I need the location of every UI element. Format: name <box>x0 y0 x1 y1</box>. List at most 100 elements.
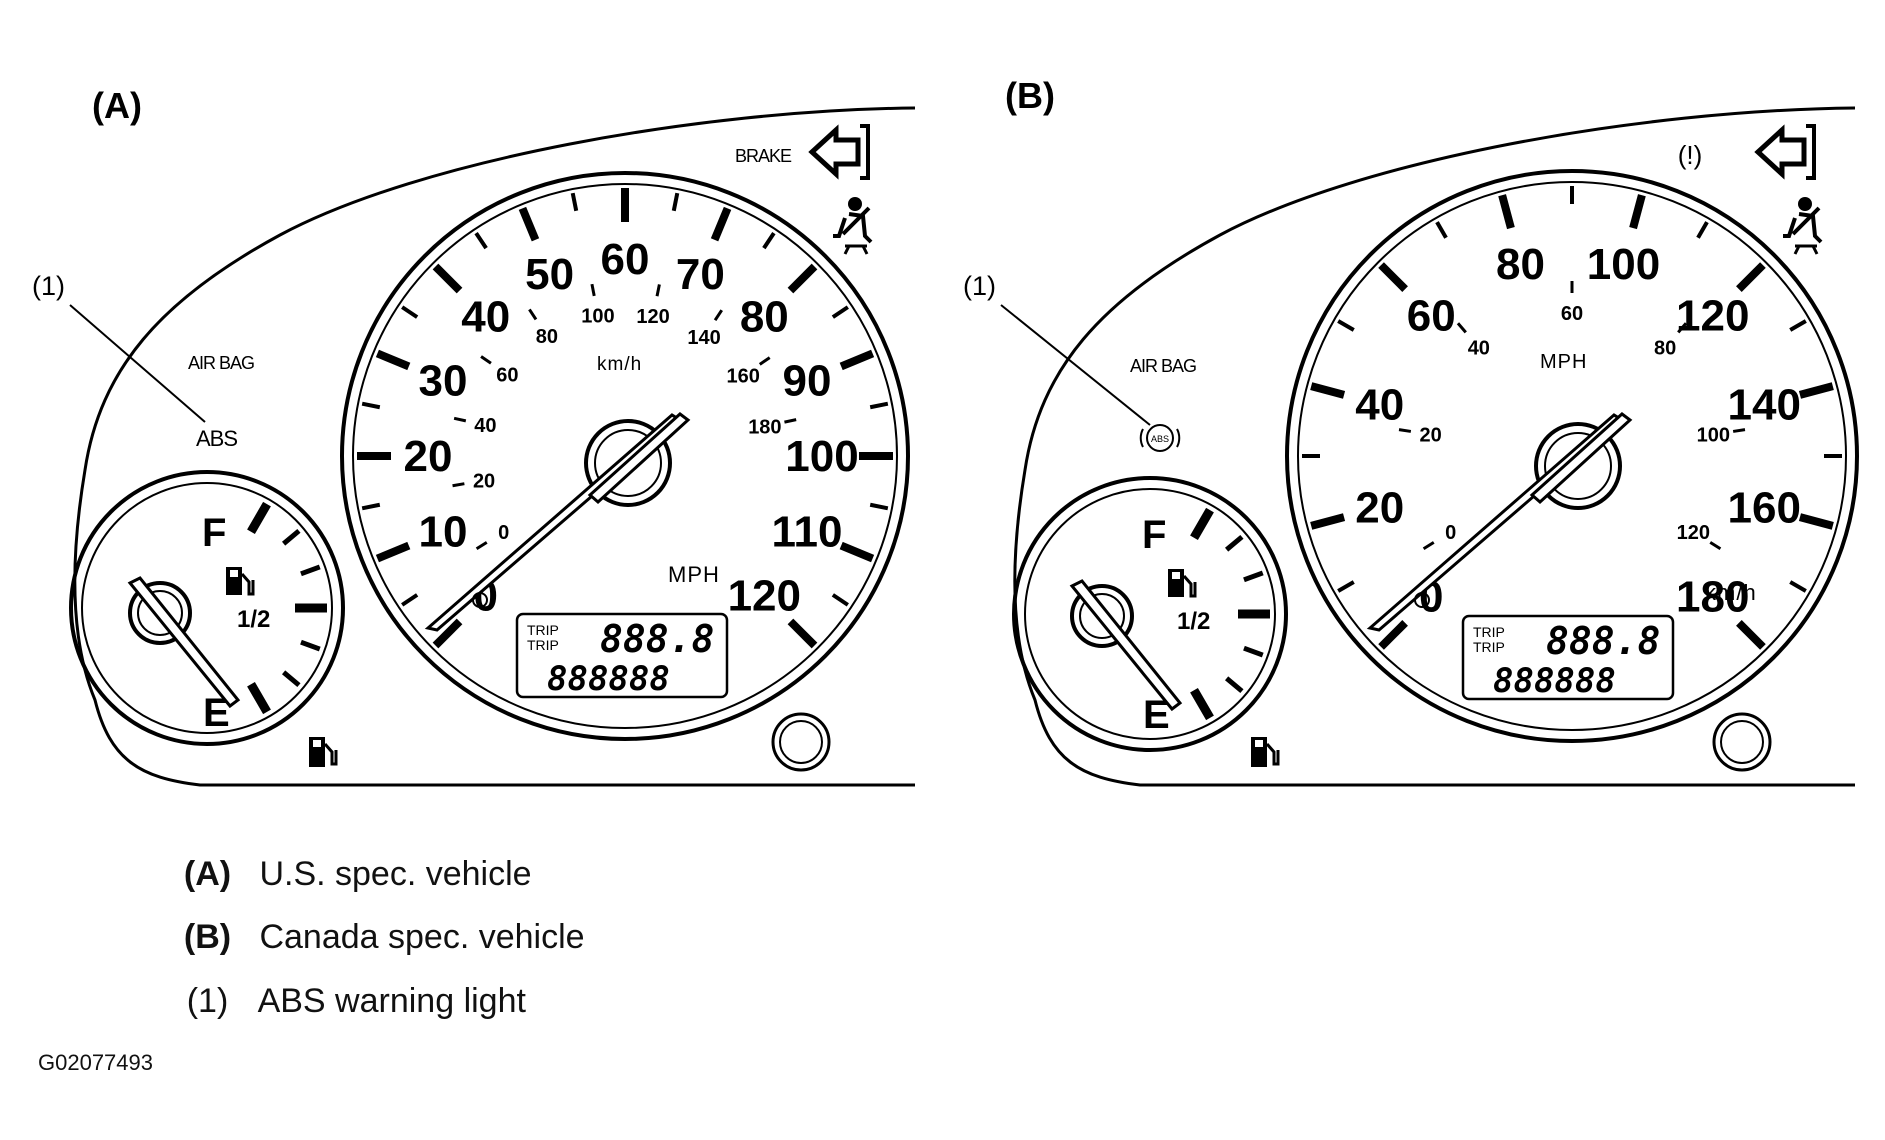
dial-label: 100 <box>785 432 858 481</box>
inner-tick <box>452 482 465 488</box>
odometer-display-a: TRIP TRIP 888.8 888888 <box>515 612 729 699</box>
minor-tick <box>361 502 381 511</box>
speedometer-b-ticks <box>1302 186 1842 650</box>
dial-label: 50 <box>525 250 574 299</box>
dial-label: 80 <box>740 293 789 342</box>
major-tick <box>839 349 875 371</box>
dial-label: 40 <box>461 293 510 342</box>
trip-label-b2: TRIP <box>1473 639 1505 655</box>
inner-unit-b: MPH <box>1540 351 1587 373</box>
major-tick <box>1736 262 1766 292</box>
dial-label: 110 <box>772 507 843 556</box>
minor-tick <box>1789 319 1807 332</box>
fuel-tick <box>281 670 301 688</box>
major-tick <box>839 541 875 563</box>
minor-tick <box>831 593 849 607</box>
main-unit-b: km/h <box>1705 580 1757 605</box>
inner-tick <box>1422 541 1435 551</box>
inner-label: 80 <box>536 326 558 348</box>
major-tick <box>710 206 732 242</box>
cluster-outline-a <box>73 106 916 787</box>
fuel-pump-icon <box>309 737 338 767</box>
dial-label: 120 <box>1676 291 1749 340</box>
fuel-tick <box>1224 676 1244 694</box>
fuel-tick <box>1243 645 1264 658</box>
minor-tick <box>869 401 889 410</box>
trip-value-b: 888.8 <box>1546 619 1660 663</box>
seatbelt-icon <box>833 197 873 255</box>
inner-label: 80 <box>1654 338 1676 360</box>
fuel-tick <box>1190 507 1214 541</box>
inner-label: 120 <box>636 306 669 328</box>
fuel-full-b: F <box>1142 513 1166 557</box>
trip-label-a2: TRIP <box>527 637 559 653</box>
trip-label-a1: TRIP <box>527 622 559 638</box>
fuel-tick <box>1190 687 1214 721</box>
inner-label: 160 <box>727 366 760 388</box>
dial-label: 60 <box>1407 291 1456 340</box>
major-tick <box>1378 620 1408 650</box>
dial-label: 140 <box>1728 380 1801 429</box>
dial-label: 180 <box>1676 573 1749 622</box>
callout-b: (1) <box>963 271 996 301</box>
fuel-tick <box>281 528 301 546</box>
major-tick <box>1798 513 1834 530</box>
legend-key: (1) <box>186 982 229 1020</box>
fuel-pump-icon <box>226 567 255 596</box>
inner-label: 60 <box>1561 303 1583 325</box>
inner-label: 0 <box>1445 522 1456 544</box>
inner-label: 140 <box>687 327 720 349</box>
minor-tick <box>1789 580 1807 593</box>
odo-value-a: 888888 <box>547 659 670 699</box>
minor-tick <box>401 593 419 607</box>
dial-label: 160 <box>1728 484 1801 533</box>
minor-tick <box>474 232 488 250</box>
panel-b-label: (B) <box>1005 75 1055 116</box>
fuel-full-a: F <box>202 511 226 555</box>
inner-tick <box>480 355 492 365</box>
fuel-tick <box>247 501 271 535</box>
dial-label: 80 <box>1496 240 1545 289</box>
brake-label-a: BRAKE <box>735 146 792 166</box>
legend-key: (A) <box>183 855 232 893</box>
minor-tick <box>1337 319 1355 332</box>
inner-label: 100 <box>1697 424 1730 446</box>
fuel-tick <box>300 639 321 652</box>
dial-label: 20 <box>404 432 453 481</box>
brake-symbol-b: (!) <box>1678 140 1703 170</box>
major-tick <box>432 263 463 294</box>
inner-label: 0 <box>498 522 509 544</box>
major-tick <box>1310 513 1346 530</box>
major-tick <box>375 349 411 371</box>
inner-tick <box>1677 322 1688 334</box>
major-tick <box>1310 382 1346 399</box>
trip-reset-knob-b <box>1712 712 1772 772</box>
dial-label: 20 <box>1355 484 1404 533</box>
main-unit-a: MPH <box>668 562 720 587</box>
abs-light-b: ABS <box>1151 434 1169 444</box>
inner-tick <box>1398 428 1412 433</box>
inner-tick <box>1709 541 1722 551</box>
inner-unit-a: km/h <box>597 354 642 375</box>
legend-text: U.S. spec. vehicle <box>259 855 532 893</box>
cluster-outline-b <box>1013 106 1856 787</box>
major-tick <box>518 206 540 242</box>
minor-tick <box>1696 221 1709 239</box>
airbag-label-b: AIR BAG <box>1130 356 1196 376</box>
seatbelt-icon <box>1783 197 1823 255</box>
fuel-tick <box>300 564 321 577</box>
fuel-tick <box>1224 534 1244 552</box>
legend-row-a: (A) U.S. spec. vehicle <box>165 855 532 894</box>
major-tick <box>787 618 818 649</box>
inner-label: 60 <box>496 365 518 387</box>
minor-tick <box>361 401 381 410</box>
dial-label: 40 <box>1355 380 1404 429</box>
minor-tick <box>1435 221 1448 239</box>
abs-light-a: ABS <box>196 426 237 451</box>
dial-label: 30 <box>419 357 468 406</box>
